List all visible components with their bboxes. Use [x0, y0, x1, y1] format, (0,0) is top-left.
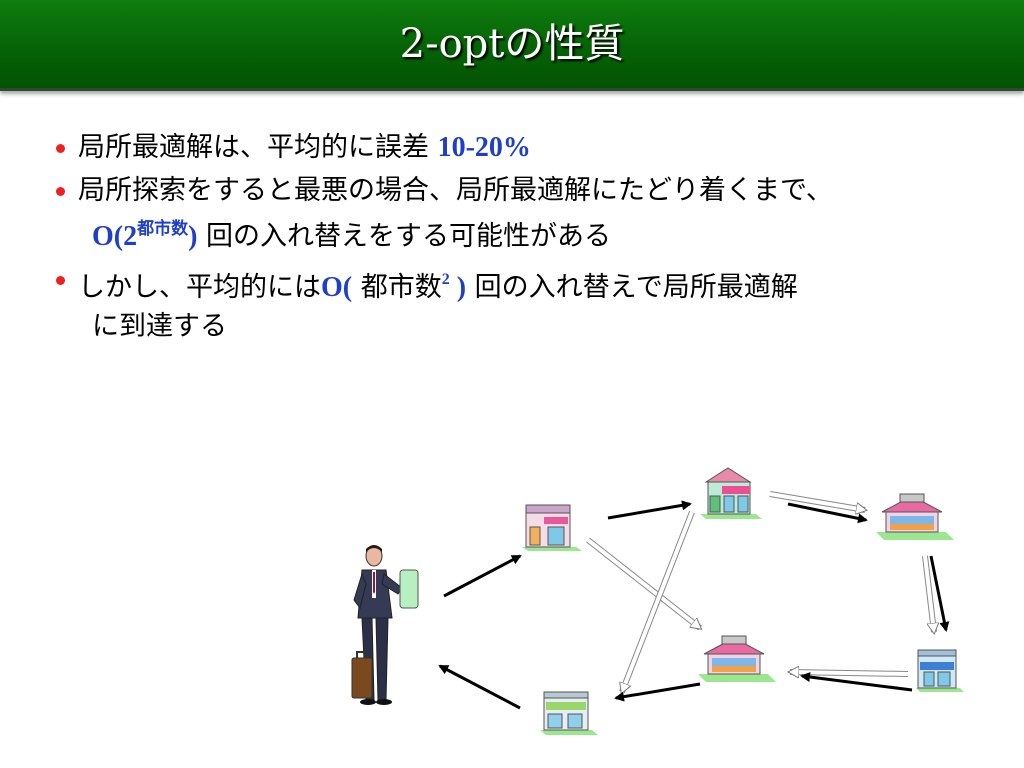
big-o-exponent: 2	[441, 271, 450, 288]
building-green-sign-icon	[540, 691, 598, 735]
bullet-text: しかし、平均的には	[78, 272, 321, 303]
bullet-text: 局所最適解は、平均的に誤差	[78, 132, 438, 163]
bullet-text-continued: 回の入れ替えで局所最適解	[466, 272, 798, 303]
bullet-item-1: 局所最適解は、平均的に誤差 10-20%	[54, 128, 984, 167]
shop-blue-awning-icon	[916, 649, 964, 692]
shop-pink-awning-icon	[522, 504, 582, 551]
slide-title: 2-optの性質	[399, 21, 625, 67]
shop-green-awning-icon	[700, 467, 762, 519]
tour-edges	[438, 500, 950, 710]
title-bar: 2-optの性質	[0, 0, 1024, 91]
tour-edge	[438, 664, 521, 710]
tour-edge	[929, 555, 950, 632]
house-pink-roof-icon	[876, 493, 954, 540]
bullet-text-line2: に到達する	[92, 311, 227, 342]
house-pink-roof-lower-icon	[698, 635, 776, 682]
big-o-close: )	[449, 272, 467, 303]
bullet-dot-icon	[56, 144, 65, 153]
replaced-edges	[586, 491, 934, 692]
bullet-dot-icon	[56, 187, 65, 196]
tour-edge	[787, 502, 868, 524]
bullet-text-continued: 回の入れ替えをする可能性がある	[197, 221, 612, 252]
big-o-open: O(	[321, 272, 353, 303]
tour-edge	[800, 672, 913, 692]
big-o-inner: 都市数	[352, 272, 442, 303]
tour-edge	[443, 554, 522, 598]
bullet-dot-icon	[56, 276, 65, 285]
bullet-list: 局所最適解は、平均的に誤差 10-20% 局所探索をすると最悪の場合、局所最適解…	[54, 128, 984, 350]
suitcase-icon	[351, 657, 373, 699]
error-rate-value: 10-20%	[437, 132, 531, 163]
bullet-text: 局所探索をすると最悪の場合、局所最適解にたどり着くまで、	[78, 175, 833, 206]
big-o-open: O(2	[92, 221, 138, 252]
salesperson-icon	[351, 545, 419, 705]
tour-edge	[614, 682, 701, 702]
bullet-item-3: しかし、平均的にはO( 都市数2 ) 回の入れ替えで局所最適解 に到達する	[54, 260, 984, 346]
bullet-item-2: 局所探索をすると最悪の場合、局所最適解にたどり着くまで、 O(2都市数) 回の入…	[54, 171, 984, 256]
tour-edge	[607, 500, 692, 520]
big-o-exponent: 都市数	[137, 219, 189, 239]
big-o-close: )	[188, 221, 198, 252]
